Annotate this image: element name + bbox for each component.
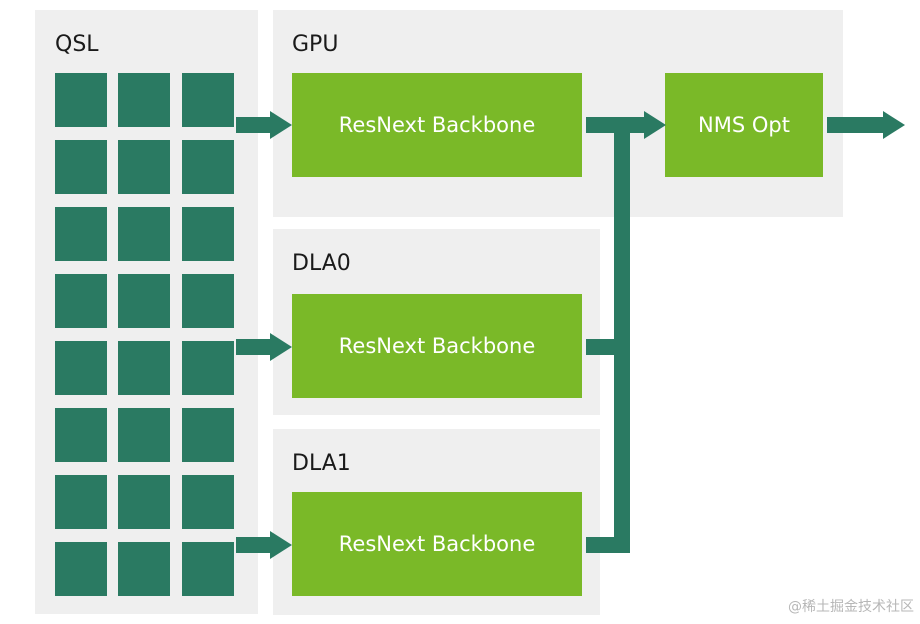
dla1-resnext-backbone-block: ResNext Backbone (292, 492, 582, 596)
qsl-queue-cell (55, 341, 107, 395)
qsl-queue-cell (55, 73, 107, 127)
qsl-queue-cell (182, 207, 234, 261)
qsl-queue-cell (118, 140, 170, 194)
qsl-queue-cell (182, 408, 234, 462)
gpu-resnext-backbone-block: ResNext Backbone (292, 73, 582, 177)
dla0-resnext-backbone-block: ResNext Backbone (292, 294, 582, 398)
qsl-queue-cell (182, 475, 234, 529)
qsl-queue-cell (55, 408, 107, 462)
arrow-qsl-to-dla0 (236, 333, 292, 361)
dla1-label: DLA1 (292, 451, 351, 476)
qsl-queue-cell (55, 207, 107, 261)
arrow-qsl-to-dla1 (236, 531, 292, 559)
arrow-merge-to-nms (644, 111, 666, 139)
qsl-queue-cell (118, 274, 170, 328)
qsl-queue-cell (118, 542, 170, 596)
qsl-queue-cell (118, 475, 170, 529)
qsl-queue-cell (182, 542, 234, 596)
arrow-qsl-to-gpu (236, 111, 292, 139)
qsl-label: QSL (55, 32, 99, 57)
qsl-queue-cell (118, 341, 170, 395)
arrow-nms-output (827, 111, 905, 139)
dla0-label: DLA0 (292, 251, 351, 276)
qsl-queue-cell (55, 475, 107, 529)
qsl-queue-cell (182, 341, 234, 395)
merge-connector (586, 117, 644, 553)
watermark: @稀土掘金技术社区 (788, 599, 914, 615)
nms-opt-block: NMS Opt (665, 73, 823, 177)
qsl-queue-cell (55, 542, 107, 596)
qsl-queue-cell (118, 73, 170, 127)
gpu-label: GPU (292, 32, 339, 57)
qsl-queue-cell (118, 408, 170, 462)
qsl-queue-cell (55, 140, 107, 194)
qsl-queue-cell (118, 207, 170, 261)
qsl-queue-cell (182, 274, 234, 328)
qsl-queue-cell (55, 274, 107, 328)
qsl-queue-cell (182, 73, 234, 127)
qsl-queue-cell (182, 140, 234, 194)
